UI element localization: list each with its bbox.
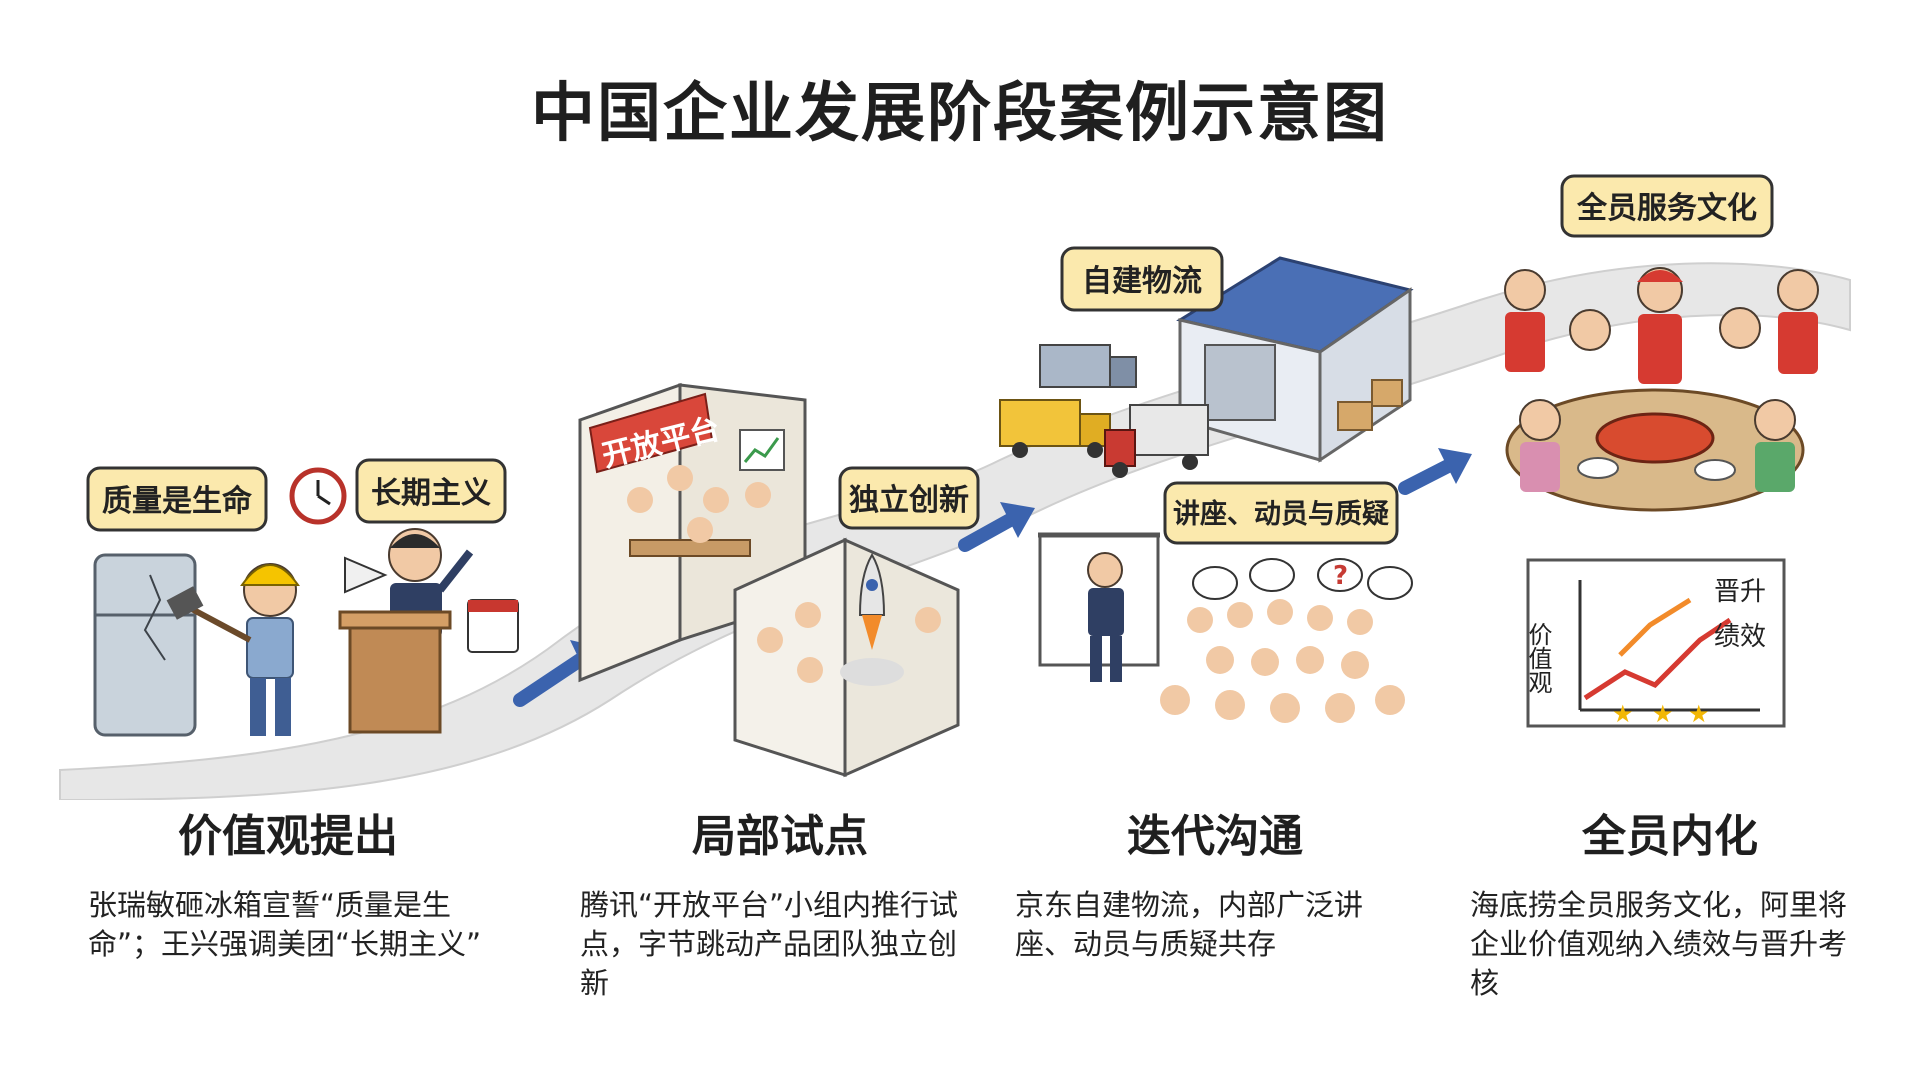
star-icon: ★ [1652,700,1674,728]
warehouse-icon [1176,256,1414,463]
stage-3: 迭代沟通 京东自建物流，内部广泛讲座、动员与质疑共存 [1015,800,1415,964]
star-icon: ★ [1612,700,1634,728]
rocket-icon [840,553,904,686]
stage-title: 迭代沟通 [1127,811,1303,862]
stage-4: 全员内化 海底捞全员服务文化，阿里将企业价值观纳入绩效与晋升考核 [1470,800,1870,1003]
bubble-quality: 质量是生命 [86,466,268,532]
svg-text:?: ? [1333,561,1348,591]
stage-2: 局部试点 腾讯“开放平台”小组内推行试点，字节跳动产品团队独立创新 [580,800,980,1003]
stage-description: 海底捞全员服务文化，阿里将企业价值观纳入绩效与晋升考核 [1470,888,1848,1000]
lecturer-figure [1087,552,1124,682]
audience [1160,599,1405,723]
truck-icon [999,344,1209,478]
innovation-room [733,537,960,778]
hammer-icon [166,586,252,643]
stage-title: 局部试点 [692,811,868,862]
bubble-independent: 独立创新 [838,466,980,530]
svg-text:质量是生命: 质量是生命 [102,484,253,519]
hotpot-icon [1505,388,1805,512]
stage-title: 全员内化 [1582,811,1758,862]
stage-2-scene: 开放平台 独立创新 [578,382,980,778]
bubble-logistics: 自建物流 [1060,246,1224,312]
clock-icon [289,467,347,525]
stage-4-scene: 全员服务文化 价值观 晋升 绩效 ★ ★ ★ [1504,174,1819,728]
stage-description: 京东自建物流，内部广泛讲座、动员与质疑共存 [1015,888,1364,961]
svg-text:独立创新: 独立创新 [849,483,969,518]
stage-title: 价值观提出 [178,811,398,862]
question-icons: ? [1192,558,1413,600]
svg-text:绩效: 绩效 [1714,622,1766,652]
svg-text:全员服务文化: 全员服务文化 [1576,191,1757,226]
stage-1-scene: 质量是生命 长期主义 [86,458,519,737]
bubble-longterm: 长期主义 [355,458,507,524]
worker-figure [240,563,300,736]
refrigerator-icon [93,553,197,737]
svg-text:价值观: 价值观 [1524,622,1552,694]
stage-3-scene: 自建物流 ? 讲座、动员 [999,246,1414,723]
svg-text:自建物流: 自建物流 [1082,264,1202,299]
svg-text:讲座、动员与质疑: 讲座、动员与质疑 [1173,498,1389,530]
stage-description: 腾讯“开放平台”小组内推行试点，字节跳动产品团队独立创新 [580,888,959,1000]
stage-1: 价值观提出 张瑞敏砸冰箱宣誓“质量是生命”；王兴强调美团“长期主义” [88,800,488,964]
page-title: 中国企业发展阶段案例示意图 [531,77,1389,151]
star-icon: ★ [1688,700,1710,728]
process-illustration: 质量是生命 长期主义 开 [59,174,1851,800]
stage-description: 张瑞敏砸冰箱宣誓“质量是生命”；王兴强调美团“长期主义” [88,888,482,961]
arrow-2 [958,502,1035,552]
podium-icon [338,610,452,734]
hard-hat-icon [240,564,300,586]
svg-text:晋升: 晋升 [1714,577,1766,607]
megaphone-icon [344,556,388,594]
arrow-3 [1398,448,1472,495]
svg-text:长期主义: 长期主义 [371,476,491,511]
bubble-lecture: 讲座、动员与质疑 [1163,481,1399,545]
growth-chart-icon: 价值观 晋升 绩效 ★ ★ ★ [1524,558,1786,728]
diners [1504,267,1819,492]
calendar-icon [467,599,519,653]
bubble-service: 全员服务文化 [1560,174,1774,238]
